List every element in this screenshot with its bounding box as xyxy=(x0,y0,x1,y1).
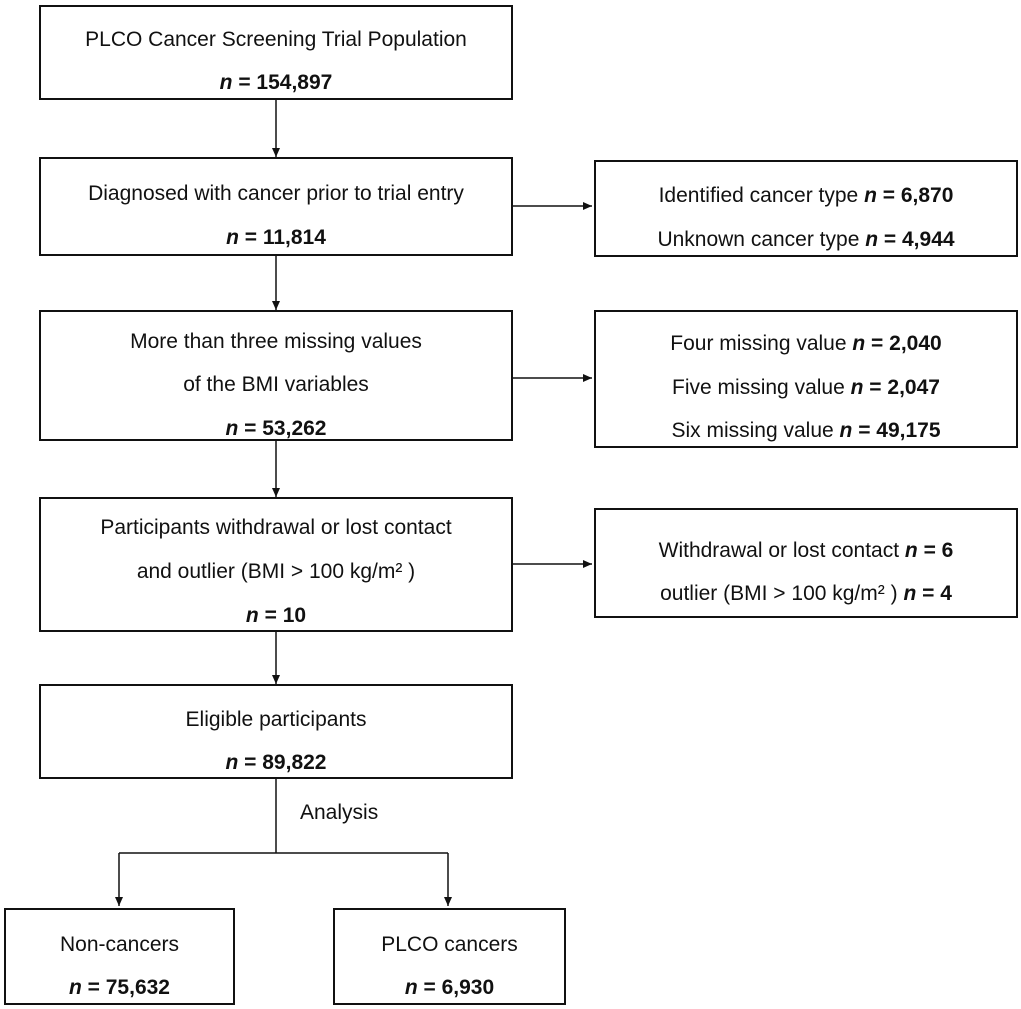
node-non-cancers: Non-cancers n = 75,632 xyxy=(4,908,235,1005)
prior-cancer-text: Diagnosed with cancer prior to trial ent… xyxy=(88,182,464,205)
withdrawal-lost-row: Withdrawal or lost contact n = 6 xyxy=(658,539,954,562)
six-missing-row: Six missing value n = 49,175 xyxy=(671,419,941,442)
node-withdrawal: Participants withdrawal or lost contact … xyxy=(39,497,513,632)
node-eligible: Eligible participants n = 89,822 xyxy=(39,684,513,779)
node-plco-cancers: PLCO cancers n = 6,930 xyxy=(333,908,566,1005)
node-prior-cancer: Diagnosed with cancer prior to trial ent… xyxy=(39,157,513,256)
non-cancers-count: n = 75,632 xyxy=(68,976,170,999)
five-missing-row: Five missing value n = 2,047 xyxy=(672,376,940,399)
node-population: PLCO Cancer Screening Trial Population n… xyxy=(39,5,513,100)
plco-cancers-text: PLCO cancers xyxy=(381,933,518,956)
missing-bmi-count: n = 53,262 xyxy=(225,417,327,440)
non-cancers-text: Non-cancers xyxy=(59,933,180,956)
missing-bmi-line2: of the BMI variables xyxy=(183,373,369,396)
identified-cancer-row: Identified cancer type n = 6,870 xyxy=(658,184,954,207)
node-prior-cancer-detail: Identified cancer type n = 6,870 Unknown… xyxy=(594,160,1018,257)
withdrawal-line2: and outlier (BMI > 100 kg/m² ) xyxy=(136,560,416,583)
outlier-row: outlier (BMI > 100 kg/m² ) n = 4 xyxy=(660,582,952,605)
unknown-cancer-row: Unknown cancer type n = 4,944 xyxy=(657,228,955,251)
node-missing-bmi: More than three missing values of the BM… xyxy=(39,310,513,441)
analysis-label: Analysis xyxy=(300,801,379,824)
withdrawal-line1: Participants withdrawal or lost contact xyxy=(100,516,452,539)
eligible-count: n = 89,822 xyxy=(225,751,327,774)
population-count: n = 154,897 xyxy=(219,71,333,94)
prior-cancer-count: n = 11,814 xyxy=(226,226,326,249)
population-text: PLCO Cancer Screening Trial Population xyxy=(85,28,467,51)
plco-cancers-count: n = 6,930 xyxy=(404,976,495,999)
node-missing-bmi-detail: Four missing value n = 2,040 Five missin… xyxy=(594,310,1018,448)
eligible-text: Eligible participants xyxy=(185,708,367,731)
four-missing-row: Four missing value n = 2,040 xyxy=(670,332,942,355)
missing-bmi-line1: More than three missing values xyxy=(130,330,422,353)
node-withdrawal-detail: Withdrawal or lost contact n = 6 outlier… xyxy=(594,508,1018,618)
withdrawal-count: n = 10 xyxy=(245,604,307,627)
